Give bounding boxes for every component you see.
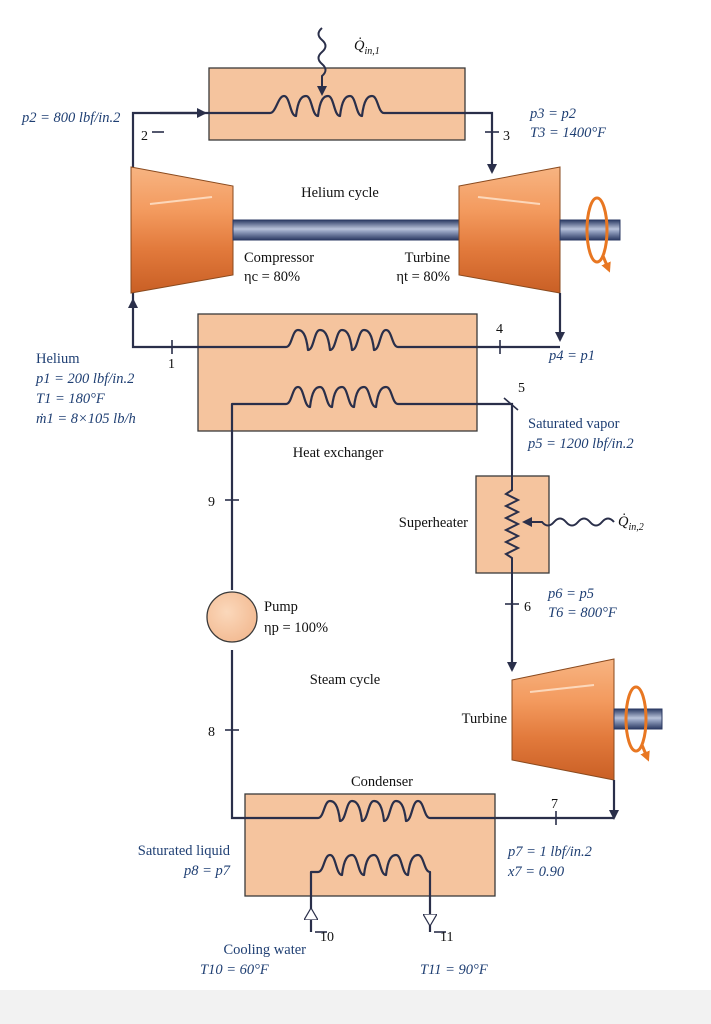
steam-rotation-icon — [624, 685, 648, 753]
state-5-line-1: Saturated vapor — [528, 416, 620, 432]
heater-coil — [209, 94, 465, 118]
bottom-strip — [0, 990, 711, 1024]
state-6-line-2: T6 = 800°F — [548, 605, 617, 621]
state-3-line-1: p3 = p2 — [529, 106, 576, 122]
point-7: 7 — [551, 797, 558, 812]
state-6-line-1: p6 = p5 — [547, 586, 594, 602]
helium-output-shaft — [559, 219, 621, 241]
condenser-label: Condenser — [351, 774, 413, 790]
he-turbine-label: Turbine — [405, 250, 450, 266]
steam-cycle-label: Steam cycle — [310, 672, 380, 688]
pipe-hx-to-1 — [128, 298, 198, 349]
pipe-heater-to-3 — [465, 111, 497, 174]
point-10: 10 — [320, 930, 334, 945]
superheater-box — [475, 475, 550, 574]
pump-eff: ηp = 100% — [264, 620, 328, 636]
condenser-cooling-coil — [309, 853, 432, 932]
heat-exchanger-box — [197, 313, 478, 432]
helium-heater-box — [208, 67, 466, 141]
point-11: 11 — [440, 930, 453, 945]
hx-steam-coil — [230, 385, 477, 500]
state-7-line-1: p7 = 1 lbf/in.2 — [507, 844, 592, 860]
point-9: 9 — [208, 495, 215, 510]
heat-in-2-label: Q̇in,2 — [618, 514, 644, 533]
state-1-line-2: p1 = 200 lbf/in.2 — [35, 371, 134, 387]
tick-5 — [503, 397, 519, 411]
heat-in-1-label: Q̇in,1 — [354, 38, 380, 57]
superheater-label: Superheater — [399, 515, 468, 531]
steam-turbine — [511, 658, 615, 781]
state-1-line-1: Helium — [36, 351, 80, 367]
state-2-text: p2 = 800 lbf/in.2 — [21, 110, 120, 126]
hx-helium-coil — [198, 328, 477, 352]
point-8: 8 — [208, 725, 215, 740]
point-2: 2 — [141, 129, 148, 144]
compressor-label: Compressor — [244, 250, 314, 266]
he-turbine-eff: ηt = 80% — [396, 269, 450, 285]
pump-label: Pump — [264, 599, 298, 615]
point-4: 4 — [496, 322, 503, 337]
point-5: 5 — [518, 381, 525, 396]
helium-cycle-label: Helium cycle — [301, 185, 379, 201]
state-10-line-1: Cooling water — [223, 942, 306, 958]
heat-exchanger-label: Heat exchanger — [293, 445, 384, 461]
condenser-steam-coil — [245, 799, 495, 823]
state-7-line-2: x7 = 0.90 — [507, 864, 565, 880]
compressor-eff: ηc = 80% — [244, 269, 300, 285]
superheater-coil — [503, 470, 521, 600]
pipe-hx-to-5 — [477, 402, 514, 470]
steam-turbine-label: Turbine — [462, 711, 507, 727]
state-8-line-2: p8 = p7 — [183, 863, 231, 879]
steam-output-shaft — [613, 708, 663, 730]
state-10-line-2: T10 = 60°F — [200, 962, 269, 978]
state-3-line-2: T3 = 1400°F — [530, 125, 606, 141]
compressor — [130, 166, 234, 294]
point-1: 1 — [168, 357, 175, 372]
point-3: 3 — [503, 129, 510, 144]
heat-in-2-arrow — [522, 517, 615, 527]
state-1-line-4: ṁ1 = 8×105 lb/h — [36, 411, 136, 427]
helium-turbine — [458, 166, 561, 294]
helium-shaft — [232, 219, 460, 241]
heat-in-1-arrow — [317, 27, 327, 96]
point-6: 6 — [524, 600, 531, 615]
helium-rotation-icon — [585, 196, 609, 264]
pipe-condenser-to-8 — [230, 650, 245, 820]
state-5-line-2: p5 = 1200 lbf/in.2 — [527, 436, 634, 452]
state-4-text: p4 = p1 — [548, 348, 595, 364]
state-11-text: T11 = 90°F — [420, 962, 488, 978]
state-8-line-1: Saturated liquid — [138, 843, 231, 859]
state-1-line-3: T1 = 180°F — [36, 391, 105, 407]
pump — [206, 591, 258, 643]
condenser-box — [244, 793, 496, 897]
